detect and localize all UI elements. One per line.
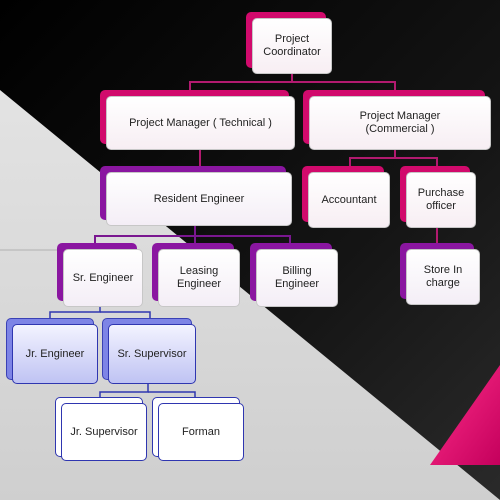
node-label: Jr. Supervisor [61,403,147,461]
node-accountant: Accountant [302,166,390,228]
node-resident-engineer: Resident Engineer [100,166,292,226]
node-label: Accountant [308,172,390,228]
node-project-coordinator: Project Coordinator [246,12,332,74]
node-label: Purchase officer [406,172,476,228]
node-store-in-charge: Store In charge [400,243,480,305]
node-leasing-engineer: Leasing Engineer [152,243,240,307]
node-sr-engineer: Sr. Engineer [57,243,143,307]
node-purchase-officer: Purchase officer [400,166,476,228]
node-label: Forman [158,403,244,461]
node-label: Sr. Supervisor [108,324,196,384]
node-label: Resident Engineer [106,172,292,226]
node-project-manager-technical: Project Manager ( Technical ) [100,90,295,150]
node-billing-engineer: Billing Engineer [250,243,338,307]
node-forman: Forman [152,397,244,461]
node-label: Project Coordinator [252,18,332,74]
node-label: Jr. Engineer [12,324,98,384]
node-project-manager-commercial: Project Manager (Commercial ) [303,90,491,150]
node-jr-supervisor: Jr. Supervisor [55,397,147,461]
node-label: Billing Engineer [256,249,338,307]
node-label: Project Manager ( Technical ) [106,96,295,150]
node-label: Sr. Engineer [63,249,143,307]
node-label: Project Manager (Commercial ) [309,96,491,150]
node-label: Leasing Engineer [158,249,240,307]
node-label: Store In charge [406,249,480,305]
node-jr-engineer: Jr. Engineer [6,318,98,384]
node-sr-supervisor: Sr. Supervisor [102,318,196,384]
